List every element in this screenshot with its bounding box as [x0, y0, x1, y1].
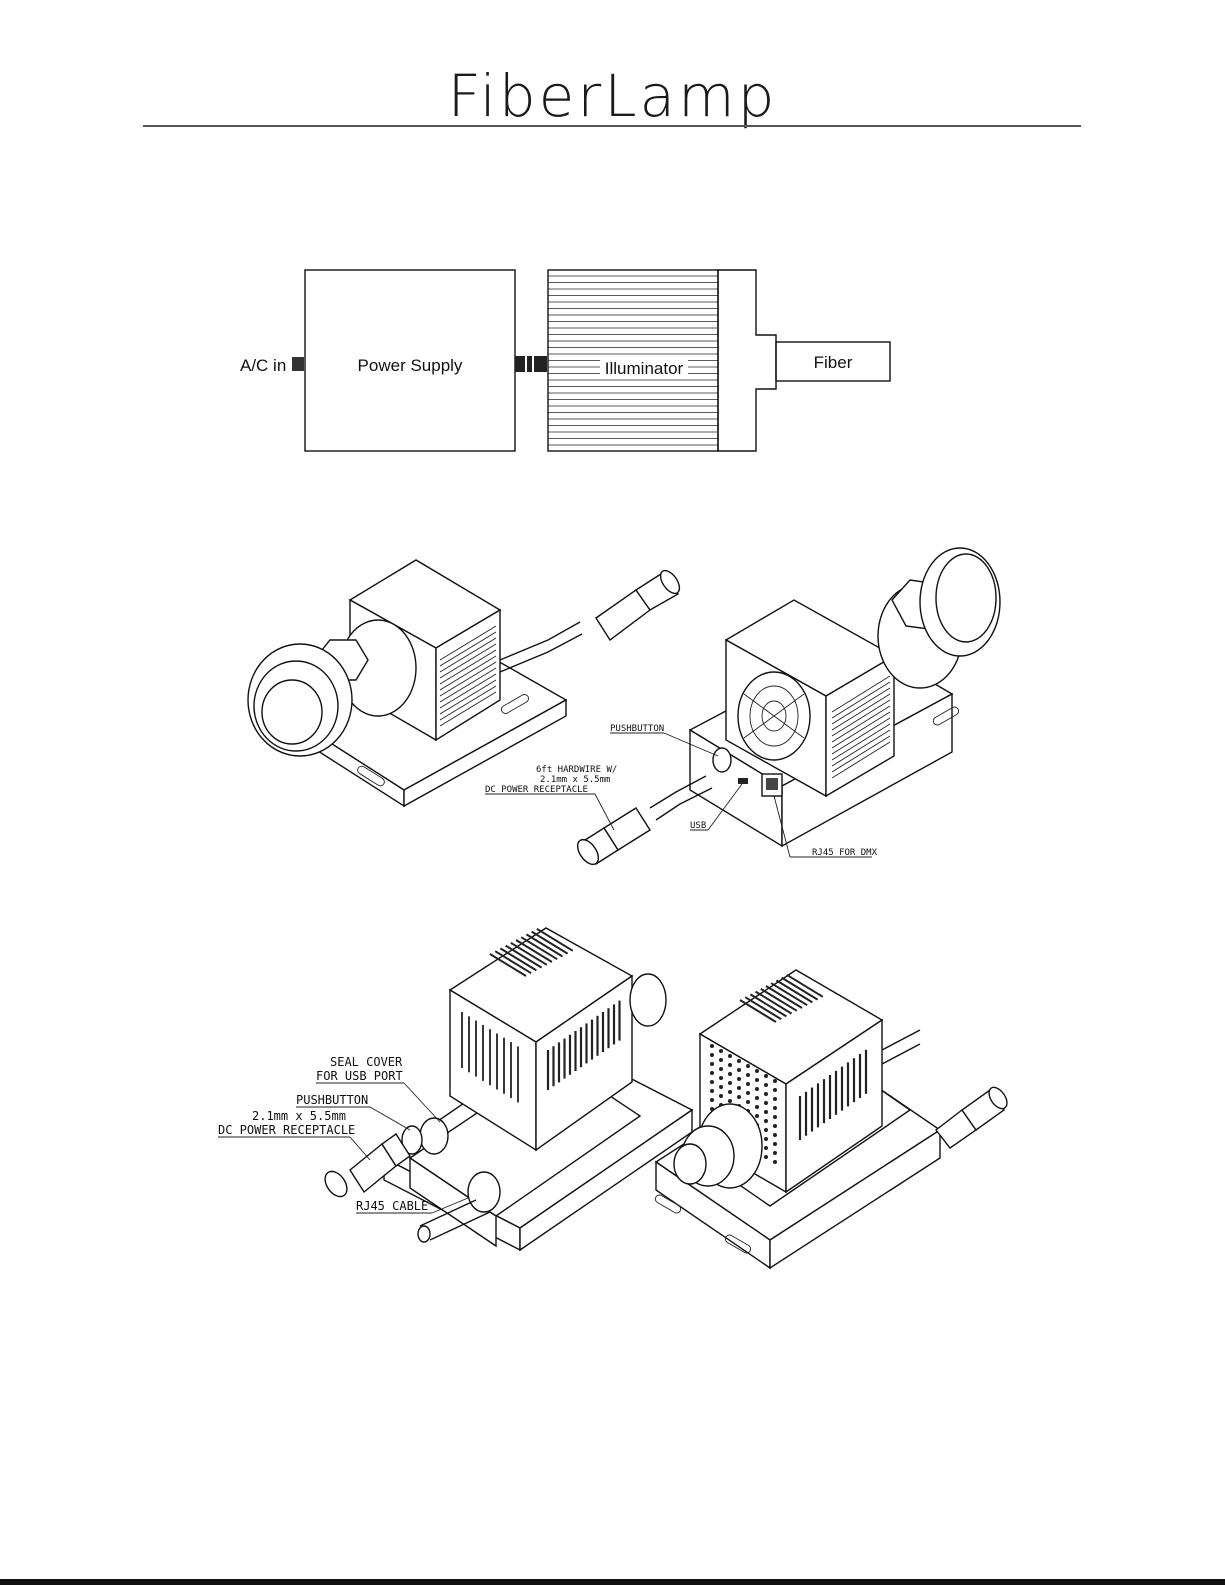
rj45-cable-callout: RJ45 CABLE [356, 1199, 428, 1213]
seal-cover-usb[interactable] [420, 1118, 448, 1154]
receptacle-callout-line2: DC POWER RECEPTACLE [218, 1123, 355, 1137]
seal-cover-callout-line2: FOR USB PORT [316, 1069, 403, 1083]
seal-cover-callout-line1: SEAL COVER [330, 1055, 403, 1069]
right-power-supply-unit [654, 970, 1011, 1268]
power-supply-isometric-drawing: SEAL COVER FOR USB PORT PUSHBUTTON 2.1mm… [0, 0, 1225, 1300]
pushbutton-callout-2: PUSHBUTTON [296, 1093, 368, 1107]
receptacle-callout-line1: 2.1mm x 5.5mm [252, 1109, 346, 1123]
rj45-cable-gland [468, 1172, 500, 1212]
footer-bar [0, 1579, 1225, 1585]
psu-right-dc-plug [936, 1084, 1011, 1148]
